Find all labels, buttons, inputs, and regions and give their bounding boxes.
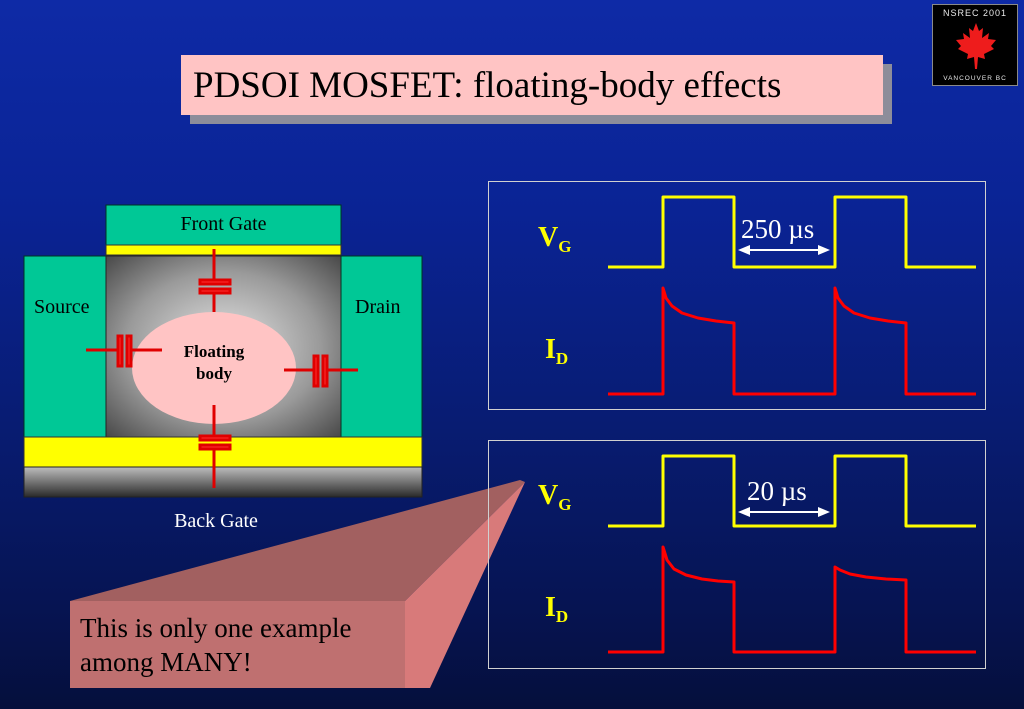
id-label-2: ID: [545, 592, 569, 626]
callout-line1: This is only one example: [80, 613, 352, 643]
drain-label: Drain: [355, 296, 401, 318]
maple-leaf-icon: [956, 23, 996, 69]
source-region: [23, 255, 107, 438]
floating-body-line1: Floating: [183, 342, 245, 361]
duration-label-1: 250 µs: [741, 214, 815, 244]
nsrec-logo: NSREC 2001 VANCOUVER BC: [932, 4, 1018, 86]
title-box: PDSOI MOSFET: floating-body effects: [181, 55, 883, 115]
front-gate-label: Front Gate: [180, 213, 267, 235]
back-gate-label: Back Gate: [174, 510, 258, 532]
id-trace-2: [608, 545, 976, 654]
logo-bottom-text: VANCOUVER BC: [943, 75, 1007, 82]
id-label-1: ID: [545, 334, 569, 368]
waveform-panel-250us: [488, 181, 986, 410]
substrate: [23, 466, 423, 498]
logo-top-text: NSREC 2001: [942, 8, 1008, 18]
waveforms-panel-1: [608, 195, 976, 396]
vg-trace-2: [608, 454, 976, 528]
drain-region: [340, 255, 423, 438]
duration-arrow-2: [738, 507, 830, 517]
gate-oxide: [105, 244, 342, 256]
capacitor-right: [284, 354, 358, 388]
source-label: Source: [34, 296, 90, 318]
callout-pointer: [70, 480, 525, 688]
mosfet-cross-section: [23, 204, 423, 498]
floating-body-label: Floating body: [134, 341, 294, 385]
duration-label-2: 20 µs: [747, 476, 807, 506]
vg-trace-1: [608, 195, 976, 269]
id-trace-1: [608, 286, 976, 396]
callout-text: This is only one example among MANY!: [80, 611, 410, 679]
capacitor-top: [198, 249, 232, 312]
duration-arrow-1: [738, 245, 830, 255]
capacitor-left: [86, 334, 162, 368]
page-title: PDSOI MOSFET: floating-body effects: [193, 64, 782, 106]
floating-body-line2: body: [196, 364, 232, 383]
floating-body-ellipse: [132, 312, 296, 424]
front-gate-block: [105, 204, 342, 246]
vg-label-1: VG: [538, 222, 572, 256]
callout-line2: among MANY!: [80, 647, 252, 677]
vg-label-2: VG: [538, 480, 572, 514]
waveform-panel-20us: [488, 440, 986, 669]
capacitor-bottom: [198, 405, 232, 488]
waveforms-panel-2: [608, 454, 976, 654]
